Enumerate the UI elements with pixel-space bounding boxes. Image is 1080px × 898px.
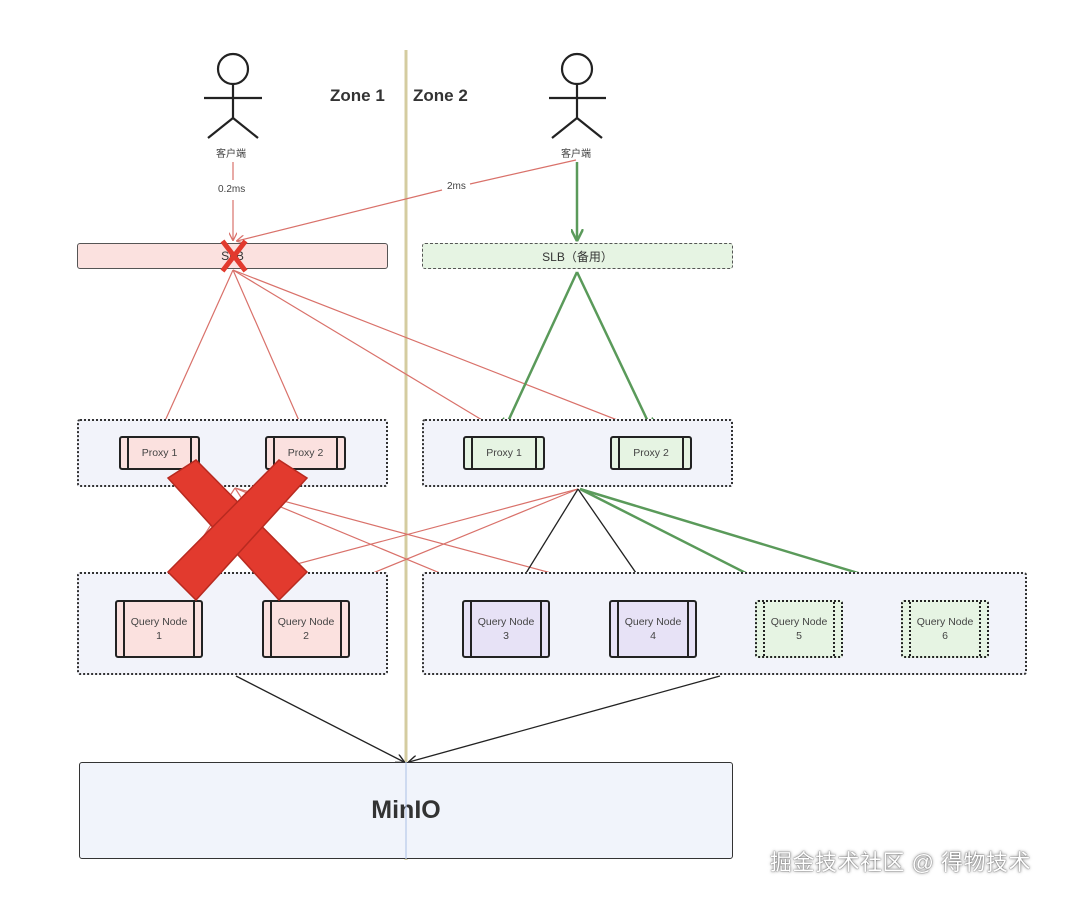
client-left-label: 客户端 bbox=[216, 149, 246, 160]
proxy-zone1-1: Proxy 1 bbox=[119, 436, 200, 470]
zone-1-label: Zone 1 bbox=[330, 86, 385, 105]
client-right-icon bbox=[549, 52, 606, 139]
nodes-to-storage-arrows bbox=[235, 675, 721, 762]
proxy-label: Proxy 1 bbox=[141, 447, 178, 459]
proxy-label: Proxy 2 bbox=[633, 447, 669, 459]
watermark: 掘金技术社区 @ 得物技术 bbox=[770, 850, 1032, 875]
minio-label: MinIO bbox=[371, 796, 441, 824]
slb-zone1: SLB bbox=[77, 243, 388, 269]
latency-local-label: 0.2ms bbox=[218, 184, 246, 195]
slb-to-proxy-arrows-failed bbox=[160, 269, 648, 432]
slb-zone2-standby: SLB（备用） bbox=[422, 243, 733, 269]
minio-storage: MinIO bbox=[79, 762, 733, 859]
client-to-slb-arrows bbox=[233, 159, 577, 241]
proxy-label: Proxy 2 bbox=[287, 447, 324, 459]
proxy-zone2-1: Proxy 1 bbox=[463, 436, 545, 470]
proxy-label: Proxy 1 bbox=[486, 447, 522, 459]
proxy-zone2-2: Proxy 2 bbox=[610, 436, 692, 470]
slb-zone2-label: SLB（备用） bbox=[542, 249, 613, 264]
proxy-zone1-2: Proxy 2 bbox=[265, 436, 346, 470]
latency-cross-zone-label: 2ms bbox=[447, 181, 466, 192]
zone-2-label: Zone 2 bbox=[413, 86, 468, 105]
standby-path-arrows bbox=[504, 162, 652, 430]
client-left-icon bbox=[204, 52, 262, 139]
client-right-label: 客户端 bbox=[561, 149, 591, 160]
slb-zone1-label: SLB bbox=[221, 249, 244, 263]
